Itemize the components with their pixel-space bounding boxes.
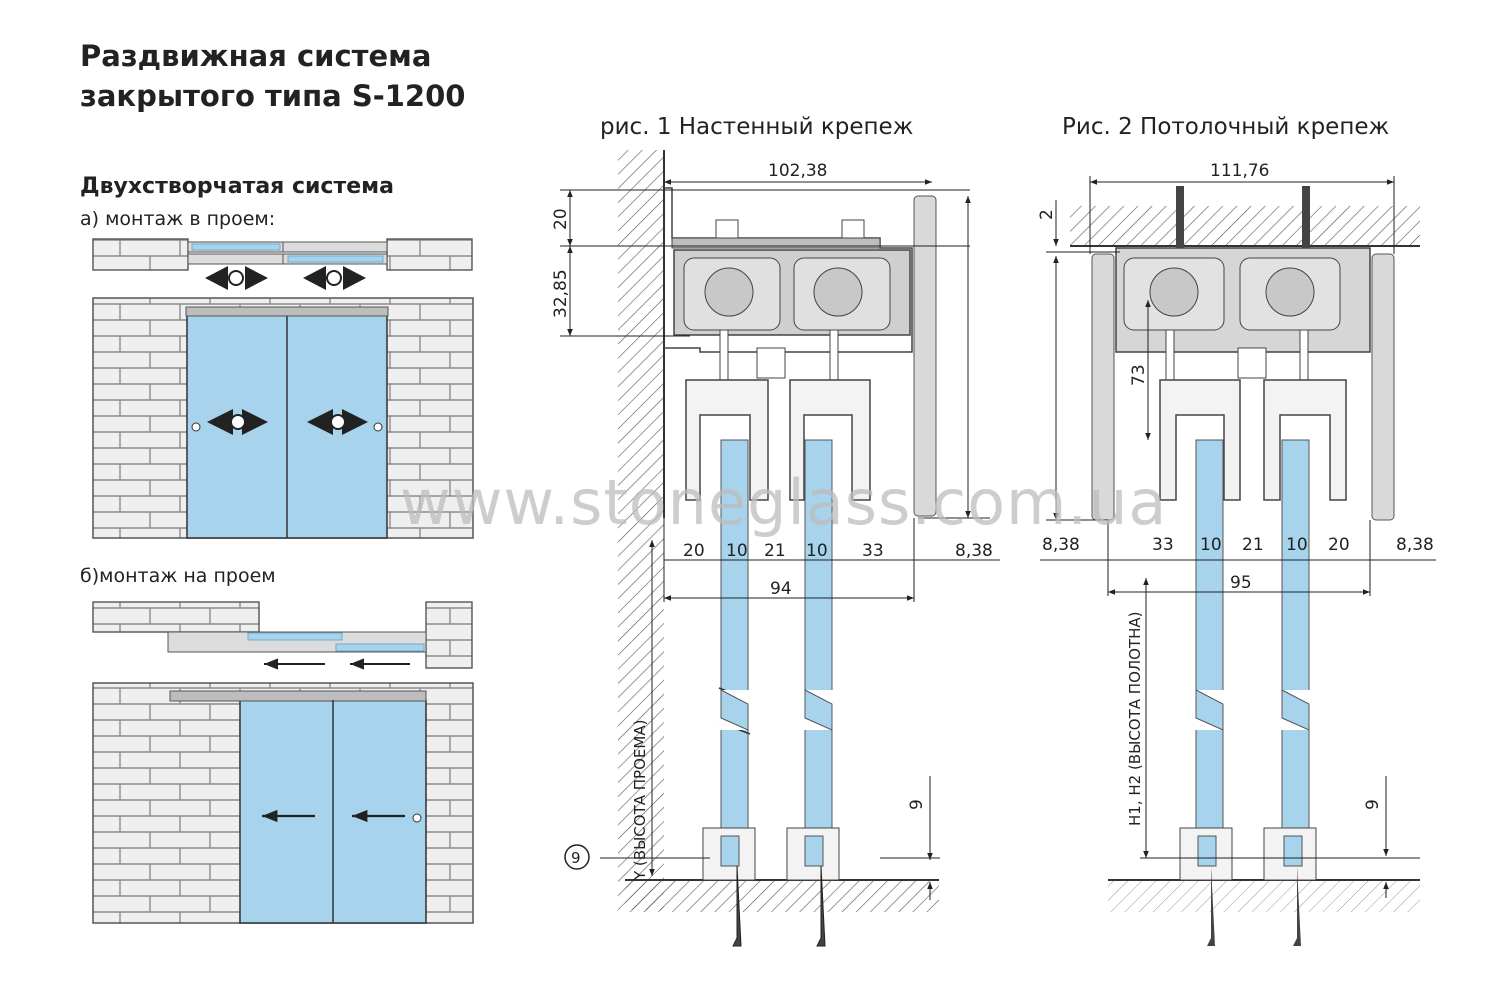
dim-fig2-right-offset: 8,38 (1396, 535, 1434, 555)
page-title: Раздвижная система закрытого типа S-1200 (80, 36, 465, 116)
dim-fig1-total-width: 102,38 (768, 161, 827, 181)
elevation-view-b (92, 682, 474, 924)
glass-panel (1194, 439, 1225, 879)
dim-fig2-offset: 10 (1286, 535, 1308, 555)
case-a-label: а) монтаж в проем: (80, 208, 276, 230)
dim-fig1-vertical-label: Y (ВЫСОТА ПРОЕМА) (631, 720, 649, 881)
dim-fig1-offset: 21 (764, 541, 786, 561)
dim-fig2-offset: 21 (1242, 535, 1264, 555)
dim-fig1-bottom-width: 94 (770, 579, 792, 599)
dim-fig1-offset: 10 (726, 541, 748, 561)
case-b-label: б)монтаж на проем (80, 565, 276, 587)
plan-view-b (92, 601, 473, 670)
dim-fig1-right-offset: 8,38 (955, 541, 993, 561)
double-arrow-icon (307, 409, 368, 435)
fig2-title: Рис. 2 Потолочный крепеж (1062, 114, 1390, 140)
double-arrow-icon (205, 266, 268, 290)
dim-fig1-offset: 33 (862, 541, 884, 561)
dim-fig1-offset: 10 (806, 541, 828, 561)
dim-fig2-top-height: 2 (1037, 209, 1057, 220)
dim-fig2-bottom-width: 95 (1230, 573, 1252, 593)
glass-panel (718, 439, 751, 879)
title-line-1: Раздвижная система (80, 39, 432, 73)
dim-fig2-inner-height: 73 (1129, 364, 1149, 386)
dim-fig1-floor-gap: 9 (907, 799, 927, 810)
watermark: www.stoneglass.com.ua (400, 466, 1168, 539)
glass-panel (803, 439, 834, 879)
dim-fig2-left-offset: 8,38 (1042, 535, 1080, 555)
dim-fig1-top-height: 20 (551, 208, 571, 230)
title-line-2: закрытого типа S-1200 (80, 79, 466, 113)
double-arrow-icon (303, 266, 366, 290)
fig1-wall-mount (560, 150, 1000, 947)
marker-label: 9 (571, 849, 581, 867)
dim-fig1-offset: 20 (683, 541, 705, 561)
elevation-view-a (92, 297, 474, 539)
plan-view-a (92, 238, 473, 290)
dim-fig2-offset: 10 (1200, 535, 1222, 555)
dim-fig1-rail-height: 32,85 (551, 269, 571, 318)
fig1-title: рис. 1 Настенный крепеж (600, 114, 914, 140)
dim-fig2-offset: 33 (1152, 535, 1174, 555)
dim-fig2-vertical-label: H1, H2 (ВЫСОТА ПОЛОТНА) (1126, 611, 1144, 826)
dim-fig2-total-width: 111,76 (1210, 161, 1269, 181)
double-arrow-icon (207, 409, 268, 435)
section-subtitle: Двухстворчатая система (80, 174, 394, 199)
fig2-ceiling-mount (1040, 176, 1436, 946)
glass-panel (1280, 439, 1311, 879)
dim-fig2-offset: 20 (1328, 535, 1350, 555)
dim-fig2-floor-gap: 9 (1363, 799, 1383, 810)
